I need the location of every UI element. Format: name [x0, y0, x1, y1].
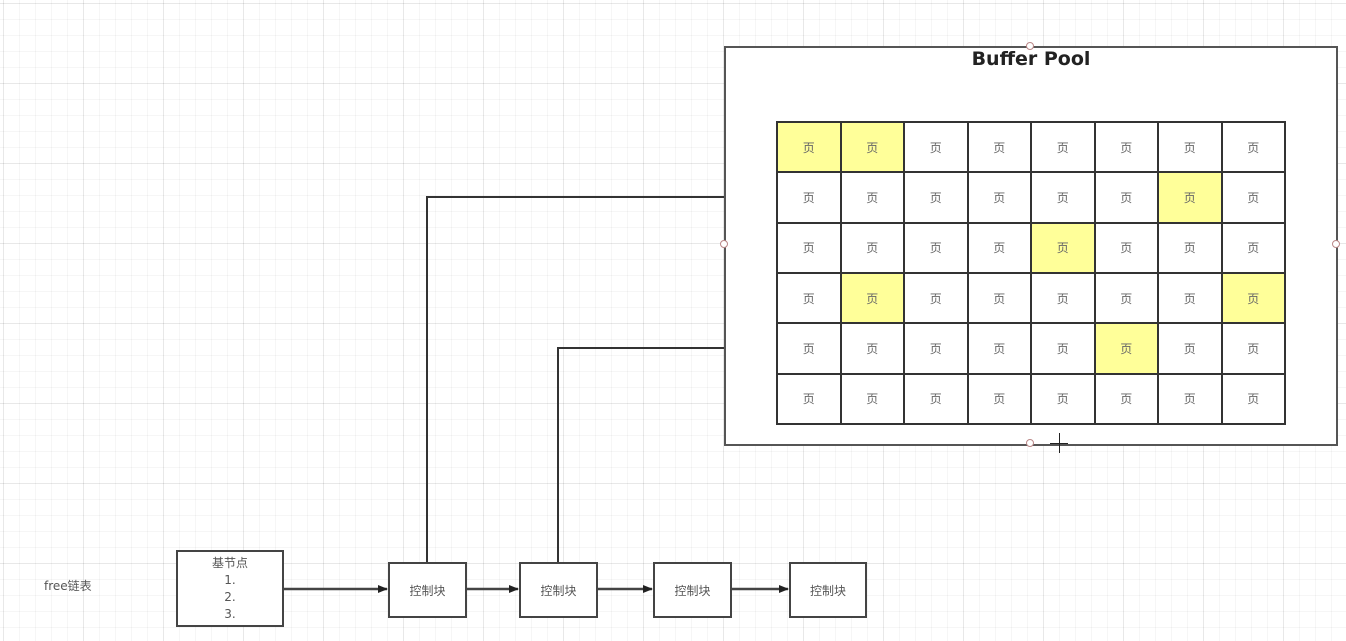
control-block-label: 控制块 — [540, 583, 577, 598]
base-node-title: 基节点 — [211, 555, 248, 570]
page-cell-free[interactable]: 页 — [1094, 122, 1158, 173]
control-block-3[interactable]: 控制块 — [653, 562, 732, 618]
page-cell-free[interactable]: 页 — [1031, 172, 1095, 223]
page-cell-free[interactable]: 页 — [1094, 172, 1158, 223]
page-cell-free[interactable]: 页 — [777, 323, 841, 374]
page-cell-free[interactable]: 页 — [1031, 323, 1095, 374]
base-node-line-3: 3. — [224, 606, 236, 621]
page-cell-free[interactable]: 页 — [840, 222, 904, 273]
page-cell-free[interactable]: 页 — [1094, 373, 1158, 424]
page-cell-free[interactable]: 页 — [1158, 373, 1222, 424]
page-cell-free[interactable]: 页 — [1158, 122, 1222, 173]
page-cell-free[interactable]: 页 — [967, 272, 1031, 324]
page-cell-used[interactable]: 页 — [1158, 172, 1222, 223]
resize-handle-top[interactable] — [1026, 42, 1034, 50]
page-cell-free[interactable]: 页 — [967, 172, 1031, 223]
page-cell-free[interactable]: 页 — [904, 222, 968, 273]
page-cell-free[interactable]: 页 — [967, 323, 1031, 374]
control-block-label: 控制块 — [409, 583, 446, 598]
page-cell-free[interactable]: 页 — [840, 373, 904, 424]
page-cell-used[interactable]: 页 — [1221, 272, 1285, 324]
page-cell-used[interactable]: 页 — [840, 122, 904, 173]
page-cell-used[interactable]: 页 — [1094, 323, 1158, 374]
page-cell-free[interactable]: 页 — [777, 373, 841, 424]
page-cell-free[interactable]: 页 — [1221, 222, 1285, 273]
page-cell-free[interactable]: 页 — [904, 122, 968, 173]
control-block-1[interactable]: 控制块 — [388, 562, 467, 618]
page-grid: 页页页页页页页页页页页页页页页页页页页页页页页页页页页页页页页页页页页页页页页页… — [776, 121, 1286, 425]
page-cell-free[interactable]: 页 — [1094, 272, 1158, 324]
resize-handle-right[interactable] — [1332, 240, 1340, 248]
arrow-block-1-to-page-row-2[interactable] — [426, 193, 775, 562]
page-cell-free[interactable]: 页 — [1031, 122, 1095, 173]
page-cell-free[interactable]: 页 — [1031, 272, 1095, 324]
page-cell-free[interactable]: 页 — [967, 373, 1031, 424]
page-cell-free[interactable]: 页 — [1158, 272, 1222, 324]
page-cell-free[interactable]: 页 — [777, 172, 841, 223]
control-block-label: 控制块 — [809, 583, 846, 598]
page-cell-free[interactable]: 页 — [904, 172, 968, 223]
control-block-4[interactable]: 控制块 — [789, 562, 867, 618]
page-cell-free[interactable]: 页 — [1094, 222, 1158, 273]
page-cell-free[interactable]: 页 — [1221, 323, 1285, 374]
page-cell-free[interactable]: 页 — [967, 122, 1031, 173]
page-cell-free[interactable]: 页 — [1221, 373, 1285, 424]
page-cell-used[interactable]: 页 — [840, 272, 904, 324]
page-cell-free[interactable]: 页 — [1221, 122, 1285, 173]
page-cell-free[interactable]: 页 — [904, 323, 968, 374]
page-cell-free[interactable]: 页 — [967, 222, 1031, 273]
page-cell-free[interactable]: 页 — [1158, 323, 1222, 374]
free-list-label: free链表 — [44, 579, 92, 593]
resize-handle-bottom[interactable] — [1026, 439, 1034, 447]
page-cell-free[interactable]: 页 — [1221, 172, 1285, 223]
page-cell-free[interactable]: 页 — [777, 222, 841, 273]
page-cell-free[interactable]: 页 — [840, 172, 904, 223]
page-cell-free[interactable]: 页 — [777, 272, 841, 324]
base-node[interactable]: 基节点 1. 2. 3. — [176, 550, 284, 627]
page-cell-used[interactable]: 页 — [777, 122, 841, 173]
control-block-2[interactable]: 控制块 — [519, 562, 598, 618]
page-cell-free[interactable]: 页 — [840, 323, 904, 374]
page-cell-free[interactable]: 页 — [1158, 222, 1222, 273]
page-cell-used[interactable]: 页 — [1031, 222, 1095, 273]
arrow-block-2-to-page-row-5[interactable] — [557, 344, 775, 562]
page-cell-free[interactable]: 页 — [1031, 373, 1095, 424]
page-cell-free[interactable]: 页 — [904, 373, 968, 424]
control-block-label: 控制块 — [674, 583, 711, 598]
buffer-pool-title: Buffer Pool — [971, 48, 1091, 70]
cursor-crosshair-h — [1050, 443, 1068, 444]
page-cell-free[interactable]: 页 — [904, 272, 968, 324]
base-node-line-2: 2. — [224, 589, 236, 604]
base-node-line-1: 1. — [224, 572, 236, 587]
resize-handle-left[interactable] — [720, 240, 728, 248]
